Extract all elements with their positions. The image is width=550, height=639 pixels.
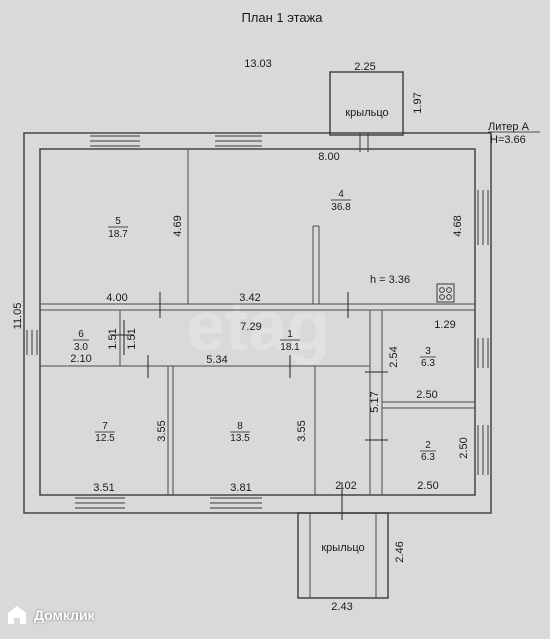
dim-door-width: 2.02	[335, 480, 356, 492]
room-area: 18.1	[280, 342, 300, 353]
dim-porch-top-width: 2.25	[354, 61, 375, 73]
room-1: 1 18.1	[280, 329, 300, 353]
window-right-2	[477, 338, 489, 368]
outer-wall	[23, 132, 492, 514]
window-porch-door	[359, 133, 369, 152]
porch-bottom	[297, 512, 389, 599]
window-top-2	[215, 135, 262, 147]
watermark: etag	[186, 287, 330, 365]
dim-room6-b: 1.51	[126, 328, 138, 349]
dim-total-height: 11.05	[12, 303, 24, 330]
partition-horizontal-upper	[40, 303, 475, 311]
partition-6	[40, 310, 370, 367]
dim-room2-side: 2.50	[458, 437, 470, 458]
dim-room6-width: 2.10	[70, 353, 91, 365]
dim-room7-height: 3.55	[156, 420, 168, 441]
room-6: 6 3.0	[73, 329, 89, 353]
window-top-1	[90, 135, 140, 147]
window-bottom-2	[210, 497, 262, 509]
dim-total-width: 13.03	[244, 58, 272, 70]
dimension-labels: 13.03 2.25 1.97 8.00 4.68 4.69 4.00 3.42…	[12, 58, 470, 613]
window-left-1	[26, 330, 38, 355]
window-right-3	[477, 425, 489, 475]
room-3: 3 6.3	[420, 346, 436, 369]
porch-bottom-label: крыльцо	[321, 542, 364, 554]
partition-3-2	[382, 401, 475, 409]
room-number: 2	[425, 440, 431, 451]
room-2: 2 6.3	[420, 440, 436, 463]
room-number: 1	[287, 329, 293, 340]
room-area: 12.5	[95, 433, 115, 444]
room-5: 5 18.7	[108, 216, 128, 240]
dim-corr-upper: 3.42	[239, 292, 260, 304]
dim-room3-width: 2.50	[416, 389, 437, 401]
dim-room2-width: 2.50	[417, 480, 438, 492]
domclick-logo-icon	[8, 606, 26, 624]
dim-corr-width: 7.29	[240, 321, 261, 333]
porch-top-label: крыльцо	[345, 107, 388, 119]
room-number: 3	[425, 346, 431, 357]
partition-stub	[312, 225, 320, 304]
dim-corr-vertical: 5.17	[369, 391, 381, 412]
room-area: 3.0	[74, 342, 88, 353]
dim-room3-side: 2.54	[388, 346, 400, 367]
dim-room4-height: 4.68	[452, 215, 464, 236]
dim-porch-bottom-depth: 2.46	[394, 541, 406, 562]
dim-porch-bottom-width: 2.43	[331, 601, 352, 613]
plan-title: План 1 этажа	[241, 10, 323, 25]
room-area: 6.3	[421, 452, 435, 463]
dim-room3-top: 1.29	[434, 319, 455, 331]
room-area: 13.5	[230, 433, 250, 444]
partition-7-8	[167, 366, 174, 495]
dim-room4-width: 8.00	[318, 151, 339, 163]
room-number: 7	[102, 421, 108, 432]
room-number: 8	[237, 421, 243, 432]
dim-room6-a: 1.51	[107, 328, 119, 349]
room-7: 7 12.5	[95, 421, 115, 444]
dim-porch-top-depth: 1.97	[412, 92, 424, 113]
stair-symbol	[436, 283, 455, 303]
porch-top	[329, 71, 404, 136]
room-area: 36.8	[331, 202, 351, 213]
dim-room8-width: 3.81	[230, 482, 251, 494]
inner-wall-outline	[39, 148, 476, 496]
dim-room8-height: 3.55	[296, 420, 308, 441]
room-number: 4	[338, 189, 344, 200]
dim-room5-width: 4.00	[106, 292, 127, 304]
brand-badge: Домклик	[6, 604, 95, 626]
room-4: 4 36.8	[331, 189, 351, 213]
liter-label: Литер А	[488, 121, 530, 133]
room4-height: h = 3.36	[370, 274, 410, 286]
room-number: 6	[78, 329, 84, 340]
dimension-ticks	[110, 292, 388, 520]
room-8: 8 13.5	[230, 421, 250, 444]
window-right-1	[477, 190, 489, 245]
dim-room5-height: 4.69	[172, 215, 184, 236]
building-height: Н=3.66	[490, 134, 526, 146]
room-number: 5	[115, 216, 121, 227]
brand-name: Домклик	[34, 607, 95, 623]
window-bottom-1	[75, 497, 125, 509]
room-area: 6.3	[421, 358, 435, 369]
dim-room7-width: 3.51	[93, 482, 114, 494]
room-area: 18.7	[108, 229, 128, 240]
dim-corr-lower: 5.34	[206, 354, 227, 366]
